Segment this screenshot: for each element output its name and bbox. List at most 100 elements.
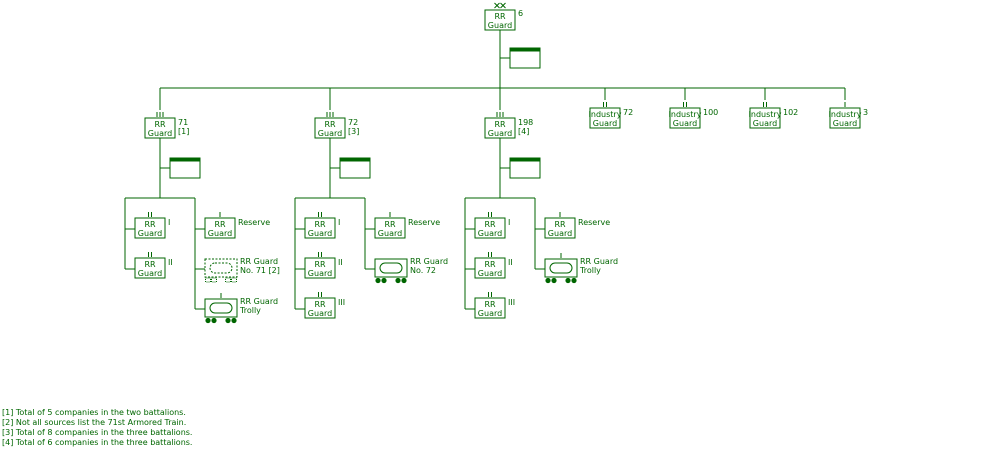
unit-type: RR	[314, 300, 326, 309]
echelon-mark	[488, 212, 492, 217]
unit-type: Guard	[478, 309, 502, 318]
unit-type: Guard	[308, 229, 332, 238]
unit-label: II	[168, 258, 173, 267]
unit-label: RR Guard	[240, 257, 278, 266]
echelon-mark	[488, 252, 492, 257]
wheel-icon	[401, 277, 407, 284]
echelon-mark	[318, 292, 322, 297]
unit-type: Industry	[829, 110, 862, 119]
echelon-mark	[496, 112, 504, 117]
wheel-icon	[571, 277, 577, 284]
wheel-icon	[551, 277, 557, 284]
unit-number: 198	[518, 118, 533, 127]
echelon-mark	[148, 212, 152, 217]
unit-symbol	[134, 217, 166, 239]
unit-type: Guard	[753, 119, 777, 128]
wheel-icon	[565, 277, 571, 284]
echelon-mark	[494, 2, 506, 9]
unit-label: No. 71 [2]	[240, 266, 280, 275]
echelon-mark	[326, 112, 334, 117]
unit-type: Guard	[548, 229, 572, 238]
wheel-icon	[231, 317, 237, 324]
unit-type: Guard	[833, 119, 857, 128]
unit-symbol	[474, 217, 506, 239]
footnote: [3] Total of 8 companies in the three ba…	[2, 428, 193, 437]
echelon-mark	[318, 212, 322, 217]
unit-symbol	[669, 107, 701, 129]
unit-label: RR Guard	[410, 257, 448, 266]
train-hull	[209, 302, 233, 314]
wheel-icon	[395, 277, 401, 284]
unit-label: RR Guard	[580, 257, 618, 266]
footnote: [1] Total of 5 companies in the two batt…	[2, 408, 186, 417]
unit-label: Reserve	[578, 218, 610, 227]
unit-type: Guard	[478, 229, 502, 238]
unit-type: Guard	[138, 229, 162, 238]
unit-label: RR Guard	[240, 297, 278, 306]
unit-symbol	[304, 297, 336, 319]
unit-type: Industry	[669, 110, 702, 119]
unit-type: Guard	[138, 269, 162, 278]
echelon-mark	[603, 102, 607, 107]
unit-type: RR	[494, 120, 506, 129]
unit-number: 6	[518, 9, 523, 18]
unit-type: RR	[554, 220, 566, 229]
wheel-icon	[375, 277, 381, 284]
wheel-icon	[211, 277, 217, 283]
unit-symbol	[134, 257, 166, 279]
unit-label: I	[338, 218, 340, 227]
echelon-mark	[156, 112, 164, 117]
wheel-icon	[381, 277, 387, 284]
unit-label: Trolly	[239, 306, 261, 315]
unit-symbol	[544, 217, 576, 239]
unit-symbol	[474, 257, 506, 279]
unit-label: Reserve	[238, 218, 270, 227]
unit-symbol	[829, 107, 861, 129]
echelon-mark	[763, 102, 767, 107]
footnote: [4] Total of 6 companies in the three ba…	[2, 438, 193, 447]
hq-bar	[339, 157, 371, 162]
unit-type: Guard	[208, 229, 232, 238]
train-hull	[209, 262, 233, 274]
unit-type: RR	[484, 220, 496, 229]
unit-label: No. 72	[410, 266, 436, 275]
hq-bar	[509, 157, 541, 162]
unit-symbol	[474, 297, 506, 319]
hq-bar	[509, 47, 541, 52]
unit-symbol	[749, 107, 781, 129]
train-hull	[549, 262, 573, 274]
unit-type: RR	[214, 220, 226, 229]
footnote-ref: [1]	[178, 127, 189, 136]
unit-label: II	[508, 258, 513, 267]
unit-label: II	[338, 258, 343, 267]
unit-type: RR	[324, 120, 336, 129]
unit-label: III	[508, 298, 515, 307]
footnote-ref: [4]	[518, 127, 529, 136]
unit-type: Guard	[378, 229, 402, 238]
echelon-mark	[488, 292, 492, 297]
unit-number: 72	[623, 108, 633, 117]
unit-type: Guard	[148, 129, 172, 138]
unit-type: RR	[144, 220, 156, 229]
unit-type: Industry	[589, 110, 622, 119]
echelon-mark	[683, 102, 687, 107]
unit-type: Guard	[308, 269, 332, 278]
unit-number: 72	[348, 118, 358, 127]
unit-type: RR	[314, 220, 326, 229]
unit-type: RR	[314, 260, 326, 269]
echelon-mark	[148, 252, 152, 257]
unit-type: RR	[494, 12, 506, 21]
unit-number: 100	[703, 108, 718, 117]
unit-symbol	[589, 107, 621, 129]
wheel-icon	[231, 277, 237, 283]
unit-label: Reserve	[408, 218, 440, 227]
unit-number: 102	[783, 108, 798, 117]
unit-type: Industry	[749, 110, 782, 119]
wheel-icon	[545, 277, 551, 284]
unit-type: RR	[484, 260, 496, 269]
unit-symbol	[374, 217, 406, 239]
unit-number: 3	[863, 108, 868, 117]
unit-number: 71	[178, 118, 188, 127]
unit-type: RR	[384, 220, 396, 229]
